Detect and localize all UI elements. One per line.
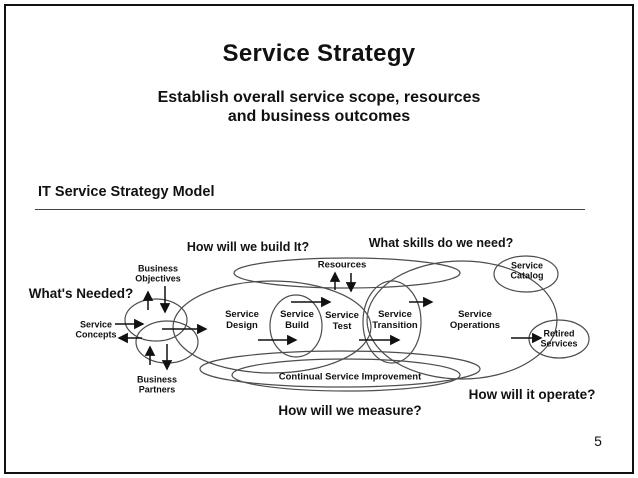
ellipse-service-build xyxy=(269,294,323,358)
ellipse-improvement-inner xyxy=(231,358,461,392)
label-service-transition: Service Transition xyxy=(372,309,418,331)
section-divider-line xyxy=(35,209,585,210)
section-heading: IT Service Strategy Model xyxy=(38,184,215,200)
label-business-objectives: Business Objectives xyxy=(135,263,181,284)
label-service-operations: Service Operations xyxy=(449,309,501,331)
label-service-build: Service Build xyxy=(280,309,314,331)
label-resources: Resources xyxy=(317,259,367,271)
question-whats-needed: What's Needed? xyxy=(28,286,134,302)
page-number: 5 xyxy=(594,433,602,449)
ellipse-concepts-link-upper xyxy=(124,298,188,342)
label-service-test: Service Test xyxy=(325,310,359,332)
label-service-concepts: Service Concepts xyxy=(75,319,117,340)
slide-subtitle: Establish overall service scope, resourc… xyxy=(157,89,481,125)
question-how-build: How will we build It? xyxy=(186,239,310,254)
question-how-measure: How will we measure? xyxy=(278,403,422,419)
question-what-skills: What skills do we need? xyxy=(368,235,514,250)
slide-title: Service Strategy xyxy=(222,40,416,67)
label-retired-services: Retired Services xyxy=(540,328,578,349)
ellipse-service-design xyxy=(172,280,372,374)
question-how-operate: How will it operate? xyxy=(468,387,596,403)
ellipse-retired-services xyxy=(528,319,590,359)
ellipse-improvement-outer xyxy=(199,350,481,388)
label-service-design: Service Design xyxy=(225,309,259,331)
ellipse-service-catalog xyxy=(493,255,559,293)
ellipse-service-transition xyxy=(362,280,422,364)
label-continual-service-improvement: Continual Service Improvement xyxy=(278,371,422,383)
label-business-partners: Business Partners xyxy=(136,374,178,395)
label-service-catalog: Service Catalog xyxy=(510,260,544,281)
